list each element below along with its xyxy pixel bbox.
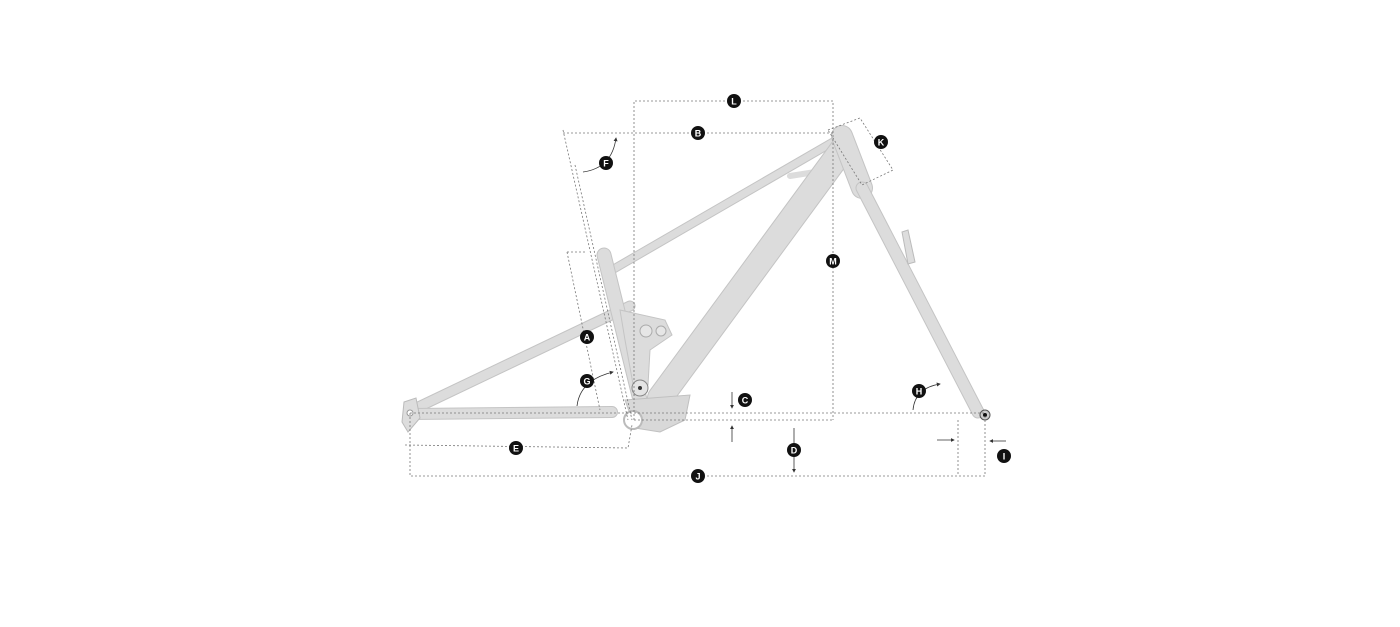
svg-text:B: B: [695, 129, 702, 139]
svg-text:J: J: [695, 472, 700, 482]
label-J: J: [691, 469, 705, 483]
label-M: M: [826, 254, 840, 268]
svg-text:A: A: [584, 333, 591, 343]
label-E: E: [509, 441, 523, 455]
label-C: C: [738, 393, 752, 407]
svg-text:D: D: [791, 446, 798, 456]
svg-text:F: F: [603, 159, 609, 169]
svg-text:H: H: [916, 387, 923, 397]
label-I: I: [997, 449, 1011, 463]
svg-text:G: G: [583, 377, 590, 387]
label-A: A: [580, 330, 594, 344]
svg-text:I: I: [1003, 452, 1006, 462]
svg-text:E: E: [513, 444, 519, 454]
label-D: D: [787, 443, 801, 457]
svg-text:L: L: [731, 97, 737, 107]
bike-frame: [401, 125, 991, 433]
svg-text:C: C: [742, 396, 749, 406]
label-G: G: [580, 374, 594, 388]
label-B: B: [691, 126, 705, 140]
svg-text:K: K: [878, 138, 885, 148]
label-H: H: [912, 384, 926, 398]
label-L: L: [727, 94, 741, 108]
label-F: F: [599, 156, 613, 170]
label-K: K: [874, 135, 888, 149]
svg-text:M: M: [829, 257, 837, 267]
